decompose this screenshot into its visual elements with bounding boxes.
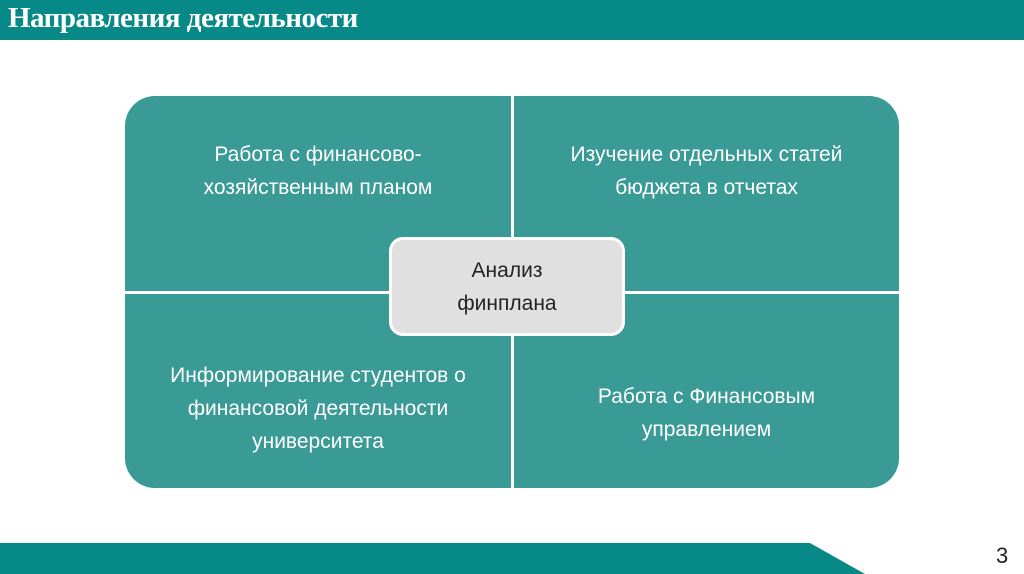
footer-band — [0, 543, 865, 574]
quadrant-text: Информирование студентов о финансовой де… — [170, 364, 466, 453]
center-box: Анализ финплана — [389, 237, 625, 336]
slide-title: Направления деятельности — [8, 2, 358, 34]
quadrant-text: Изучение отдельных статей бюджета в отче… — [570, 143, 843, 199]
center-text: Анализ финплана — [457, 258, 557, 315]
quadrant-text: Работа с финансово-хозяйственным планом — [203, 143, 433, 199]
page-number: 3 — [996, 543, 1009, 568]
quadrant-text: Работа с Финансовым управлением — [597, 385, 816, 441]
header-bar — [0, 0, 1024, 40]
